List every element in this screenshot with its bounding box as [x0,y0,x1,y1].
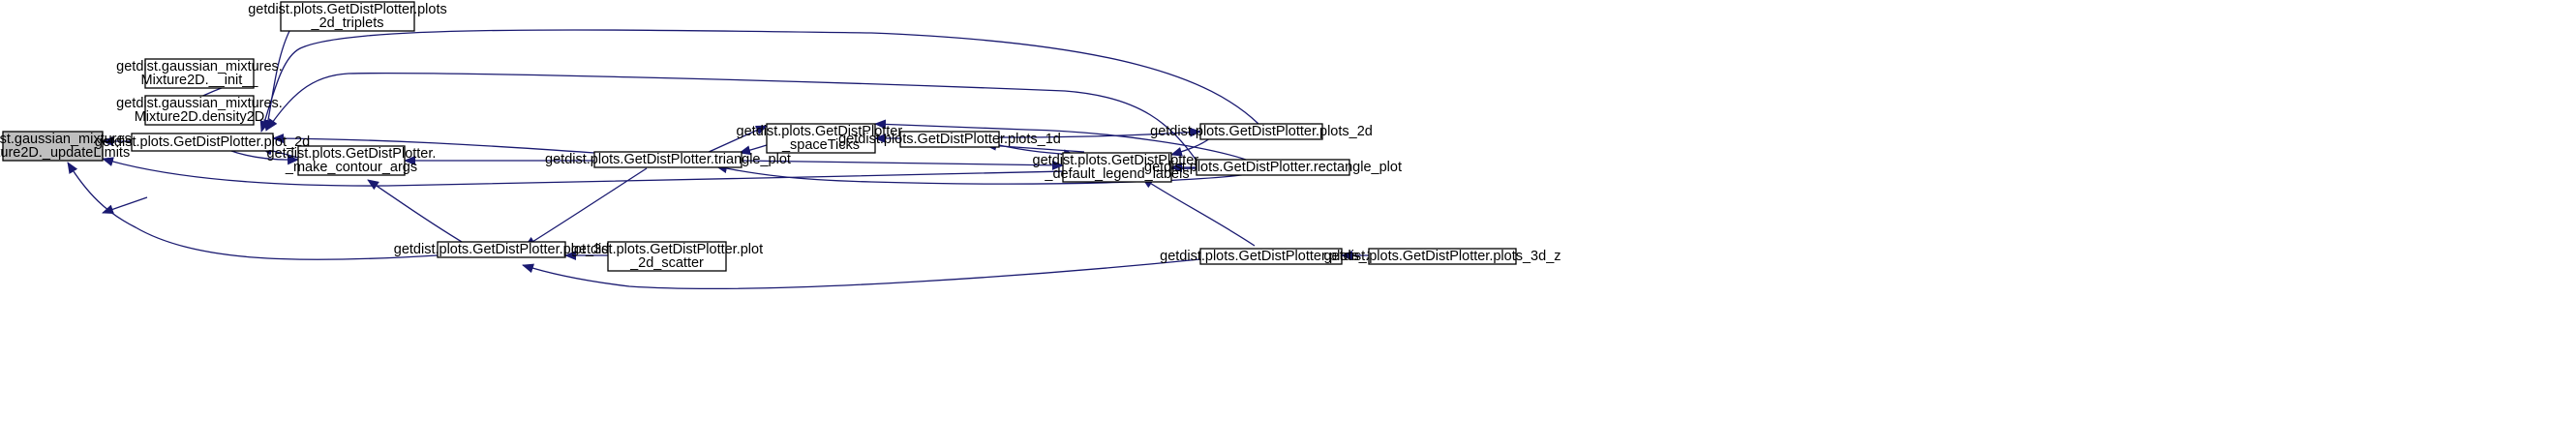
node-label: _2d_triplets [311,15,384,31]
node-make_contour_args[interactable]: getdist.plots.GetDistPlotter. _make_cont… [267,145,437,176]
edge-plots_2d-to-plot_2d [259,29,1259,133]
node-density2D[interactable]: getdist.gaussian_mixtures. Mixture2D.den… [116,95,283,126]
edge-triangle_plot-to-default_legend_labels [741,160,1064,170]
edge-density2D-to-root [102,196,148,215]
node-label: getdist.plots.GetDistPlotter.plots_3d [1160,249,1382,264]
node-spaceTicks[interactable]: getdist.plots.GetDistPlotter. _spaceTick… [737,123,906,154]
node-label: getdist.plots.GetDistPlotter.plot [571,242,763,257]
node-label: _spaceTicks [781,137,860,153]
node-label: getdist.gaussian_mixtures. [116,59,283,74]
node-label: getdist.plots.GetDistPlotter.rectangle_p… [1144,160,1402,175]
edge-rectangle_plot-to-plot_2d [266,73,1197,162]
edge-plot_2d-to-make_contour_args [227,149,299,165]
node-label: _default_legend_labels [1044,166,1189,182]
node-label: getdist.plots.GetDistPlotter.plot_3d [394,242,609,257]
node-rectangle_plot[interactable]: getdist.plots.GetDistPlotter.rectangle_p… [1144,159,1402,176]
edge-rectangle_plot-to-root [102,157,1197,187]
node-label: Mixture2D.__init__ [141,73,259,88]
node-label: getdist.plots.GetDistPlotter.triangle_pl… [545,152,791,167]
node-default_legend_labels[interactable]: getdist.plots.GetDistPlotter. _default_l… [1033,152,1202,183]
node-plot_2d_scatter[interactable]: getdist.plots.GetDistPlotter.plot _2d_sc… [571,241,763,272]
node-plots_2d[interactable]: getdist.plots.GetDistPlotter.plots_2d [1150,123,1373,140]
node-label: getdist.plots.GetDistPlotter.plot_2d [95,134,310,150]
node-plot_3d[interactable]: getdist.plots.GetDistPlotter.plot_3d [394,241,609,258]
node-plots_3d_z[interactable]: getdist.plots.GetDistPlotter.plots_3d_z [1323,248,1561,265]
nodes: getdist.gaussian_mixtures. Mixture2D._up… [0,1,1561,272]
node-label: getdist.plots.GetDistPlotter.plots_1d [838,132,1061,147]
node-label: getdist.plots.GetDistPlotter. [1033,153,1202,168]
edge-rectangle_plot-to-spaceTicks [874,119,1250,162]
node-label: getdist.plots.GetDistPlotter. [737,124,906,139]
edge-plot_3d-to-root [67,162,439,260]
edge-plots_2d-to-default_legend_labels [1170,137,1211,157]
node-label: Mixture2D.density2D [135,109,265,125]
node-triangle_plot[interactable]: getdist.plots.GetDistPlotter.triangle_pl… [545,151,791,168]
node-label: getdist.plots.GetDistPlotter.plots [248,2,447,17]
node-label: Mixture2D._updateLimits [0,145,130,161]
node-label: _2d_scatter [629,255,704,271]
node-label: _make_contour_args [285,160,417,175]
edge-plot_3d-to-make_contour_args [367,179,468,246]
node-label: getdist.plots.GetDistPlotter.plots_2d [1150,124,1373,139]
node-plots_1d[interactable]: getdist.plots.GetDistPlotter.plots_1d [838,131,1061,148]
node-root[interactable]: getdist.gaussian_mixtures. Mixture2D._up… [0,131,136,162]
node-label: getdist.plots.GetDistPlotter.plots_3d_z [1323,249,1561,264]
node-label: getdist.gaussian_mixtures. [0,132,136,147]
node-init[interactable]: getdist.gaussian_mixtures. Mixture2D.__i… [116,58,283,89]
edge-triangle_plot-to-plot_3d [524,167,648,248]
edge-plots_3d-to-plot_3d [522,258,1201,290]
node-plots_3d[interactable]: getdist.plots.GetDistPlotter.plots_3d [1160,248,1382,265]
edge-rectangle_plot-to-triangle_plot [715,164,1250,185]
edge-triangle_plot-to-spaceTicks [706,125,768,154]
node-label: getdist.gaussian_mixtures. [116,96,283,111]
node-plot_2d[interactable]: getdist.plots.GetDistPlotter.plot_2d [95,133,310,152]
node-label: getdist.plots.GetDistPlotter. [267,146,437,162]
edge-plots_3d-to-default_legend_labels [1141,177,1256,247]
edge-plots_1d-to-plots_2d [998,127,1201,138]
node-plots_2d_triplets[interactable]: getdist.plots.GetDistPlotter.plots _2d_t… [248,1,447,32]
edge-triangle_plot-to-plot_2d [272,134,595,154]
